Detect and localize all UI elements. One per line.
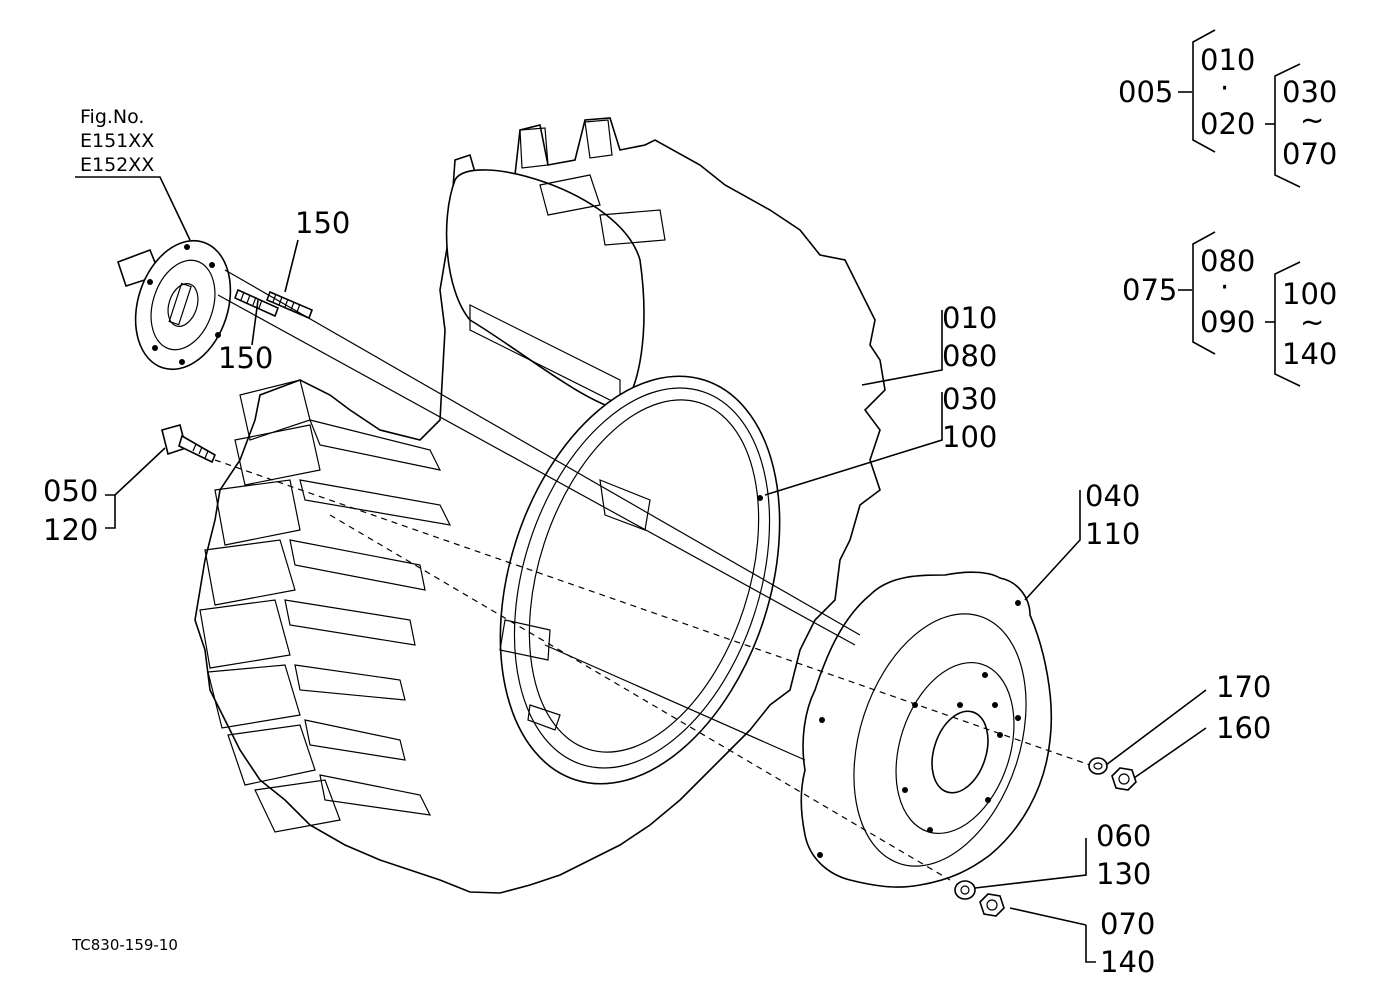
callout-bolt-1: 050 bbox=[43, 474, 98, 508]
legend-assembly-005: 005 bbox=[1118, 75, 1173, 109]
nut-right bbox=[1111, 767, 1137, 791]
legend-dot-2: · bbox=[1220, 270, 1229, 304]
callout-washer-bottom-2: 130 bbox=[1096, 857, 1151, 891]
figure-caption: TC830-159-10 bbox=[71, 936, 178, 954]
wheel-bolt bbox=[161, 424, 217, 464]
legend-010: 010 bbox=[1200, 43, 1255, 77]
legend-070: 070 bbox=[1282, 137, 1337, 171]
callout-stud-lower: 150 bbox=[218, 341, 273, 375]
legend-140: 140 bbox=[1282, 337, 1337, 371]
legend-dot-1: · bbox=[1220, 71, 1229, 105]
washer-bottom bbox=[954, 880, 976, 900]
callout-tire-2: 080 bbox=[942, 339, 997, 373]
legend-tilde-1: ~ bbox=[1300, 103, 1324, 137]
fig-no-heading: Fig.No. bbox=[80, 106, 144, 128]
callout-tube-1: 030 bbox=[942, 382, 997, 416]
callout-nut-right: 160 bbox=[1216, 711, 1271, 745]
legend-030: 030 bbox=[1282, 75, 1337, 109]
wheel-stud-lower bbox=[233, 288, 280, 318]
wheel-rim bbox=[499, 375, 781, 785]
callout-stud-upper: 150 bbox=[295, 206, 350, 240]
legend-020: 020 bbox=[1200, 107, 1255, 141]
legend-100: 100 bbox=[1282, 277, 1337, 311]
legend-090: 090 bbox=[1200, 305, 1255, 339]
fig-code-2: E152XX bbox=[80, 154, 154, 176]
callout-tire-1: 010 bbox=[942, 301, 997, 335]
wheel-disc bbox=[800, 571, 1053, 888]
fig-code-1: E151XX bbox=[80, 130, 154, 152]
legend-brackets bbox=[1178, 29, 1301, 387]
callout-disc-2: 110 bbox=[1085, 517, 1140, 551]
legend-080: 080 bbox=[1200, 244, 1255, 278]
callout-nut-bottom-1: 070 bbox=[1100, 907, 1155, 941]
washer-right bbox=[1088, 757, 1108, 775]
callout-bolt-2: 120 bbox=[43, 513, 98, 547]
callout-washer-right: 170 bbox=[1216, 670, 1271, 704]
callout-tube-2: 100 bbox=[942, 420, 997, 454]
legend-tilde-2: ~ bbox=[1300, 305, 1324, 339]
assembly-axes bbox=[214, 269, 1091, 881]
callout-disc-1: 040 bbox=[1085, 479, 1140, 513]
callout-washer-bottom-1: 060 bbox=[1096, 819, 1151, 853]
legend-assembly-075: 075 bbox=[1122, 273, 1177, 307]
callout-nut-bottom-2: 140 bbox=[1100, 945, 1155, 979]
nut-bottom bbox=[979, 893, 1005, 917]
axle-hub bbox=[116, 239, 232, 371]
leader-lines bbox=[75, 176, 1207, 963]
